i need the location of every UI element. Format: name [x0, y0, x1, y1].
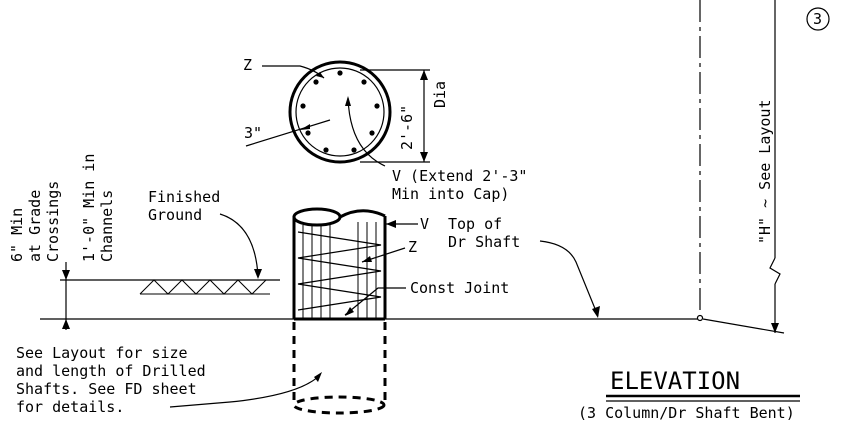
finished-ground-label-2: Ground — [148, 206, 202, 224]
longitudinal-bars — [300, 70, 380, 153]
dia-value-label: 2'-6" — [398, 105, 416, 150]
cap-slope-line — [702, 318, 785, 334]
shaft-top-left — [292, 207, 342, 227]
shaft-outer-circle — [288, 60, 392, 164]
see-layout-label-4: for details. — [16, 398, 124, 416]
v-side-label: V — [420, 215, 429, 233]
one-ft-label-2: Channels — [98, 190, 116, 262]
z-top-label: Z — [243, 56, 252, 74]
three-inch-leader — [245, 119, 331, 147]
v-extend-label-1: V (Extend 2'-3" — [392, 167, 527, 185]
const-joint-leader — [344, 287, 406, 316]
h-see-layout-label: "H" ~ See Layout — [756, 100, 774, 245]
shaft-top-right — [339, 209, 386, 219]
const-joint-label: Const Joint — [410, 279, 509, 297]
shaft-bottom — [292, 395, 386, 415]
z-side-label: Z — [408, 238, 417, 256]
finished-ground-label-1: Finished — [148, 188, 220, 206]
bent-number-label: 3 — [813, 10, 822, 28]
spiral-bars — [297, 231, 382, 311]
one-ft-label-1: 1'-0" Min in — [80, 154, 98, 262]
elevation-subtitle: (3 Column/Dr Shaft Bent) — [578, 404, 795, 422]
spiral-circle — [295, 67, 385, 157]
top-of-leader — [539, 240, 599, 317]
centerline-point — [696, 314, 704, 322]
bent-number-circle — [806, 7, 830, 31]
shaft-cross-section — [245, 60, 430, 167]
six-min-label-1: 6" Min — [8, 208, 26, 262]
see-layout-label-2: and length of Drilled — [16, 362, 206, 380]
h-dim-break — [769, 257, 781, 285]
ground-hatch — [132, 279, 270, 295]
six-min-label-2: at Grade — [26, 190, 44, 262]
finished-ground-leader — [219, 213, 259, 277]
dia-word-label: Dia — [431, 81, 449, 108]
top-of-label-2: Dr Shaft — [448, 233, 520, 251]
shaft-elevation — [292, 207, 387, 415]
six-min-label-3: Crossings — [44, 181, 62, 262]
see-layout-leader — [169, 374, 321, 408]
vertical-bars — [302, 222, 377, 318]
v-extend-label-2: Min into Cap) — [392, 185, 509, 203]
see-layout-label-1: See Layout for size — [16, 344, 188, 362]
elevation-title: ELEVATION — [610, 367, 740, 395]
top-of-label-1: Top of — [448, 215, 502, 233]
see-layout-label-3: Shafts. See FD sheet — [16, 380, 197, 398]
three-inch-label: 3" — [244, 124, 262, 142]
